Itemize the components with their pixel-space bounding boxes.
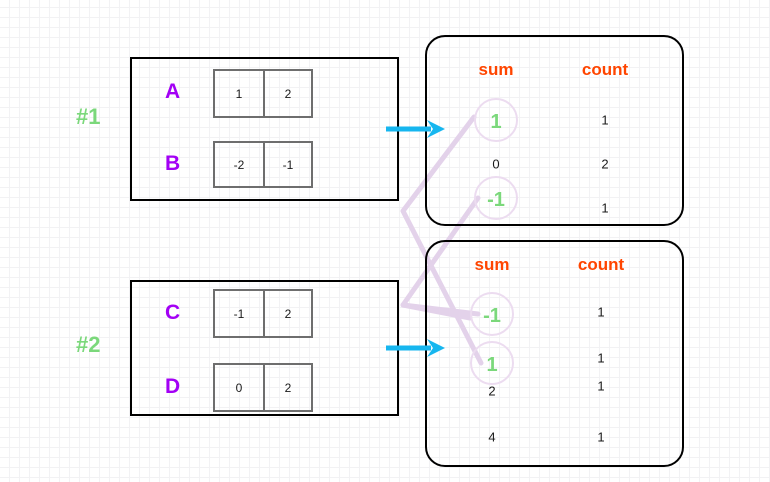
agg-top-row-2-sum: -1 [474, 176, 518, 220]
partition-1-row-B-letter: B [165, 152, 181, 175]
agg-bottom-row-0-count: 1 [597, 304, 605, 320]
partition-1-row-A-cell-0: 1 [235, 86, 243, 101]
arrow-partition-1-to-agg-top [386, 120, 445, 138]
agg-bottom-row-2-count: 1 [597, 378, 605, 394]
agg-top-header-count: count [581, 60, 629, 79]
agg-top-header-sum: sum [478, 60, 514, 79]
partition-2-row-D-letter: D [165, 375, 181, 398]
partition-1-row-A-cell-1: 2 [262, 71, 311, 116]
agg-bottom-row-0-sum: -1 [470, 292, 514, 336]
partition-2-row-C-cell-1: 2 [262, 291, 311, 336]
arrow-partition-2-to-agg-bottom [386, 339, 445, 357]
partition-1-label: #1 [76, 104, 101, 129]
agg-bottom-row-2-sum: 2 [488, 383, 496, 399]
partition-2-row-C-cell-0: -1 [233, 306, 245, 321]
partition-2-row-C-letter: C [165, 301, 181, 324]
agg-top-row-0-count: 1 [601, 112, 609, 128]
partition-2-row-C-cells: -1 2 [213, 289, 313, 338]
agg-bottom-row-1-sum: 1 [470, 341, 514, 385]
agg-top-row-2-count: 1 [601, 200, 609, 216]
partition-1-row-B-cell-0: -2 [233, 157, 245, 172]
agg-top-row-0-sum: 1 [474, 98, 518, 142]
agg-bottom-header-count: count [577, 255, 625, 274]
agg-bottom-row-3-sum: 4 [488, 429, 496, 445]
connector-top-sum-minus1-tail [400, 302, 473, 321]
agg-top-row-1-count: 2 [601, 156, 609, 172]
partition-1-row-A-letter: A [165, 80, 181, 103]
agg-bottom-header-sum: sum [474, 255, 510, 274]
partition-1-row-B-cell-1: -1 [262, 143, 311, 186]
agg-bottom-row-3-count: 1 [597, 429, 605, 445]
partition-2-row-D-cells: 0 2 [213, 363, 313, 412]
agg-top-row-1-sum: 0 [492, 156, 500, 172]
partition-2-row-D-cell-1: 2 [262, 365, 311, 410]
agg-bottom-row-1-count: 1 [597, 350, 605, 366]
partition-1-row-B-cells: -2 -1 [213, 141, 313, 188]
agg-bottom-box [425, 240, 684, 467]
partition-2-label: #2 [76, 332, 101, 357]
partition-1-row-A-cells: 1 2 [213, 69, 313, 118]
partition-2-row-D-cell-0: 0 [235, 380, 243, 395]
